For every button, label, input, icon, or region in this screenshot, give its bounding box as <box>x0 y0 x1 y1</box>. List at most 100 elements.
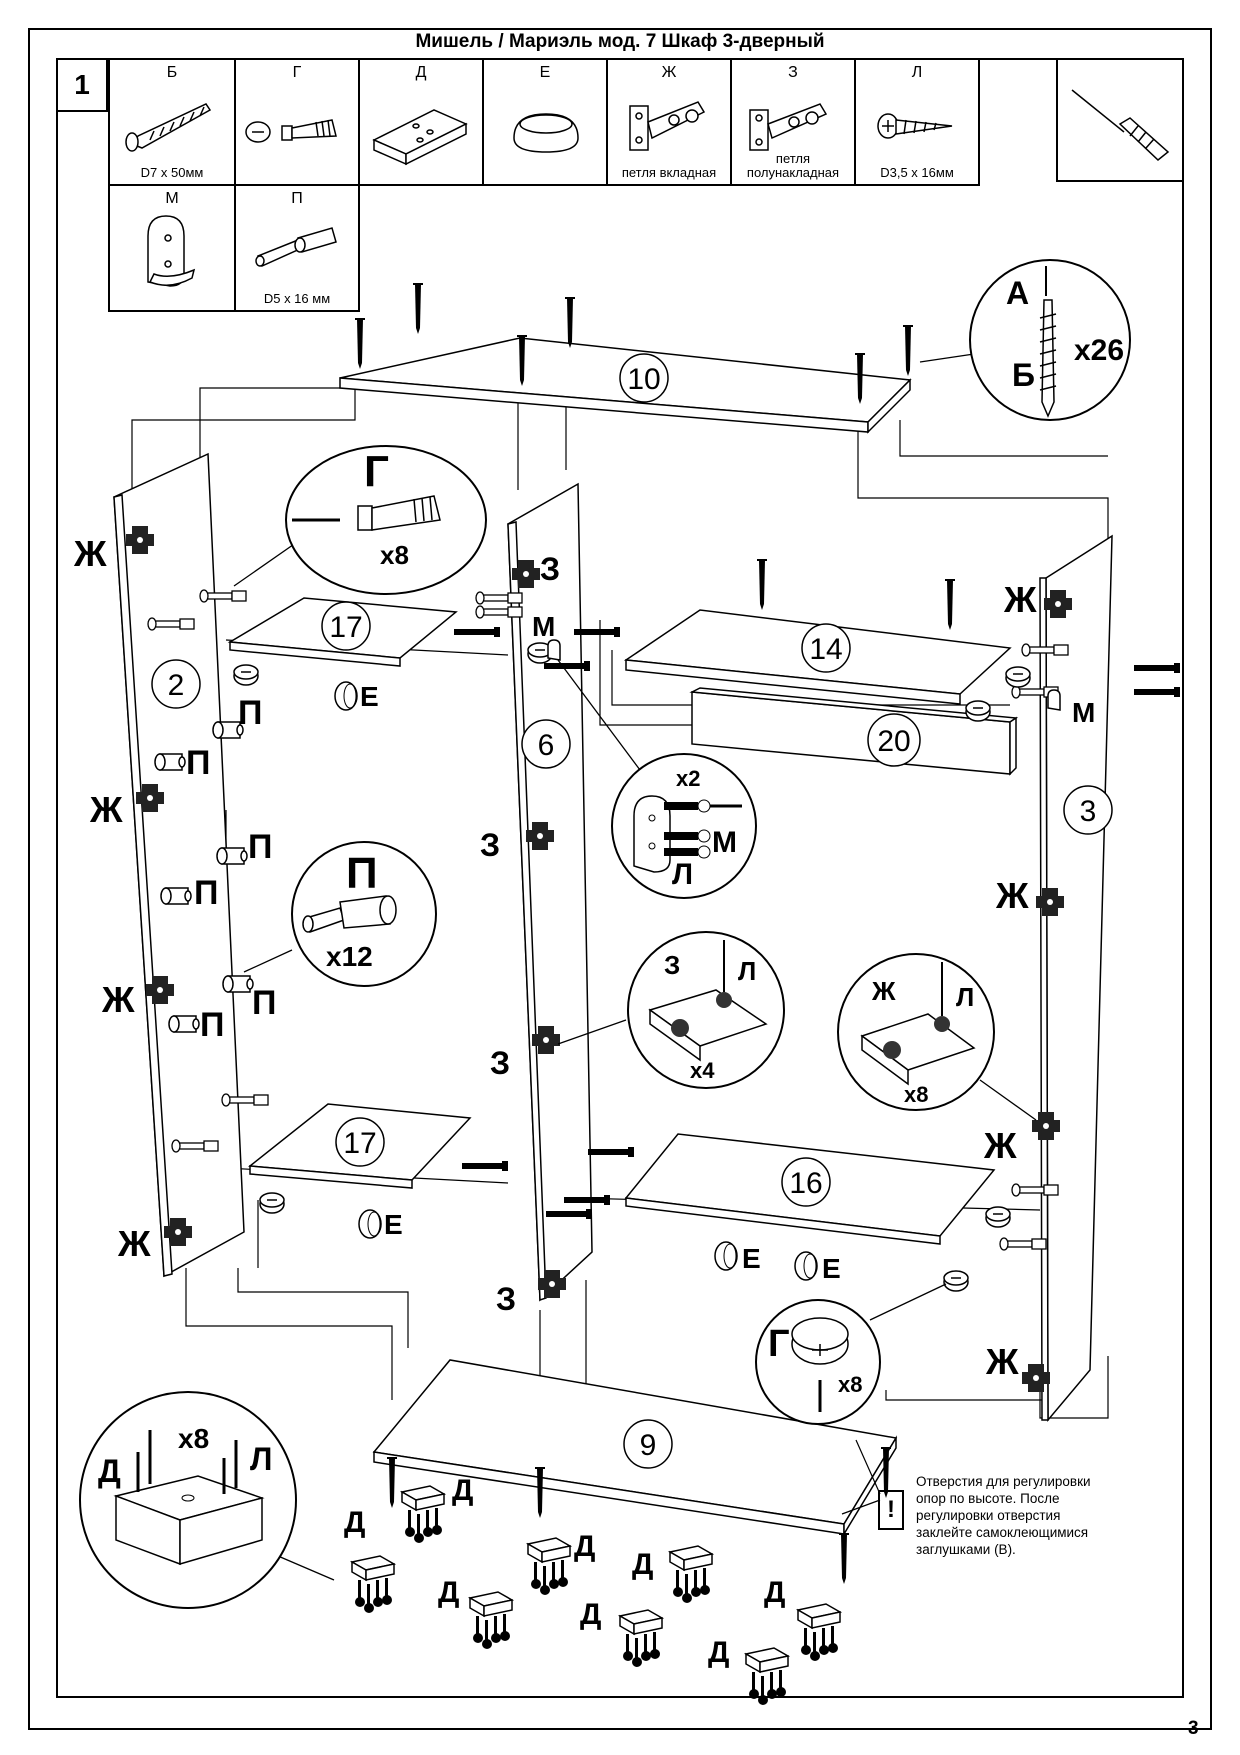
part-letter: П <box>291 190 303 207</box>
screwdriver-icon <box>1071 89 1170 161</box>
callout-count: x8 <box>904 1082 928 1107</box>
label-zh: Ж <box>995 875 1029 916</box>
part-caption: петля полунакладная <box>746 151 840 180</box>
inset-hinge-icon <box>629 101 706 151</box>
label-z: З <box>540 551 560 587</box>
callout-l: Л <box>672 858 693 891</box>
callout-cam-2: Г x8 <box>755 1283 947 1425</box>
callout-count: x8 <box>178 1423 209 1454</box>
panel-middle-6 <box>507 482 593 1302</box>
callout-m: М <box>712 826 737 859</box>
bumper-icon <box>513 113 579 153</box>
callout-count: x8 <box>380 540 409 570</box>
callout-foot: x8 Д Л <box>79 1391 335 1609</box>
callout-count: x2 <box>676 766 700 791</box>
part-labels: Ж Ж Ж Ж Ж Ж Ж Ж З З З З М М П П П П П П … <box>73 533 1095 1669</box>
shelf14-screw <box>944 579 956 631</box>
panel-numbers: 10 17 14 20 2 6 3 17 16 9 <box>151 353 1113 1469</box>
label-z: З <box>496 1281 516 1317</box>
part-cell-p: П D5 x 16 мм <box>234 184 360 312</box>
label-zh: Ж <box>101 979 135 1020</box>
part-cell-l: Л D3,5 x 16мм <box>854 58 980 186</box>
callout-b: Б <box>1012 357 1035 393</box>
shelf-pin-icon <box>255 227 337 268</box>
callout-count: x8 <box>838 1372 862 1397</box>
label-d: Д <box>580 1598 601 1631</box>
label-zh: Ж <box>985 1341 1019 1382</box>
callout-letter: Г <box>768 1323 790 1365</box>
callout-count: x12 <box>326 941 373 972</box>
callout-screw: А Б x26 <box>919 259 1131 421</box>
label-p: П <box>238 694 262 732</box>
rail-20 <box>689 687 1019 776</box>
callout-hinge-z: З Л x4 <box>557 931 785 1089</box>
shelf14-screw <box>756 559 768 611</box>
label-zh: Ж <box>117 1223 151 1264</box>
part-cell-zh: Ж петля вкладная <box>606 58 732 186</box>
part-caption: D7 x 50мм <box>140 165 204 180</box>
page-title: Мишель / Мариэль мод. 7 Шкаф 3-дверный <box>415 31 825 52</box>
part-letter: З <box>788 64 798 81</box>
label-p: П <box>252 984 276 1022</box>
callout-count: x26 <box>1074 334 1124 367</box>
label-d: Д <box>438 1576 459 1609</box>
panel-label-6: 6 <box>538 729 555 762</box>
callout-count: x4 <box>690 1058 715 1083</box>
outer-frame <box>28 28 1212 1730</box>
label-z: З <box>480 827 500 863</box>
panel-side-2 <box>113 452 245 1278</box>
height-adjustment-note: Отверстия для регулировки опор по высоте… <box>916 1474 1091 1557</box>
label-zh: Ж <box>1003 579 1037 620</box>
panel-label-2: 2 <box>168 669 185 702</box>
part-letter: Л <box>911 64 923 81</box>
panel-label-16: 16 <box>789 1167 822 1200</box>
cam-lock-icon <box>245 119 337 143</box>
callout-zh: Ж <box>871 976 896 1006</box>
label-zh: Ж <box>89 789 123 830</box>
panel-label-14: 14 <box>809 633 842 666</box>
callout-cam: Г x8 <box>233 445 487 595</box>
label-d: Д <box>764 1576 785 1609</box>
part-letter: Г <box>292 64 302 81</box>
panel-side-3 <box>1039 534 1113 1423</box>
part-caption: D5 x 16 мм <box>263 291 331 306</box>
rod-holders <box>547 639 1061 711</box>
part-letter: Б <box>166 64 178 81</box>
panel-label-17b: 17 <box>343 1127 376 1160</box>
label-d: Д <box>708 1636 729 1669</box>
callout-a: А <box>1006 275 1029 311</box>
part-caption: D3,5 x 16мм <box>880 165 954 180</box>
tool-cell <box>1056 58 1184 182</box>
part-cell-e: Е <box>482 58 608 186</box>
callout-holder: x2 М Л <box>557 659 757 899</box>
part-letter: Ж <box>661 64 677 81</box>
label-e: Е <box>360 681 379 712</box>
label-e: Е <box>822 1253 841 1284</box>
label-p: П <box>186 744 210 782</box>
callout-l: Л <box>738 956 756 986</box>
panel-label-10: 10 <box>627 363 660 396</box>
confirmat-screw-icon <box>125 103 212 152</box>
label-d: Д <box>632 1548 653 1581</box>
step-number: 1 <box>58 60 108 112</box>
label-d: Д <box>452 1474 473 1507</box>
callout-d: Д <box>98 1453 121 1489</box>
label-d: Д <box>574 1530 595 1563</box>
part-cell-z: З петля полунакладная <box>730 58 856 186</box>
rod-holder-icon <box>147 215 196 287</box>
label-p: П <box>248 828 272 866</box>
half-overlay-hinge-icon <box>749 103 828 151</box>
note-leaders <box>841 1439 881 1515</box>
page-number: 3 <box>1188 1718 1199 1739</box>
label-p: П <box>200 1006 224 1044</box>
panel-label-17a: 17 <box>329 611 362 644</box>
callout-hinge-zh: Ж Л x8 <box>837 953 1037 1121</box>
support-block-icon <box>372 109 468 166</box>
callout-l: Л <box>250 1441 272 1477</box>
callout-letter: Г <box>364 447 389 496</box>
part-letter: Е <box>539 64 551 81</box>
wood-screw-icon <box>877 113 953 139</box>
part-caption: петля вкладная <box>621 165 717 180</box>
warning-icon: ! <box>878 1490 904 1530</box>
